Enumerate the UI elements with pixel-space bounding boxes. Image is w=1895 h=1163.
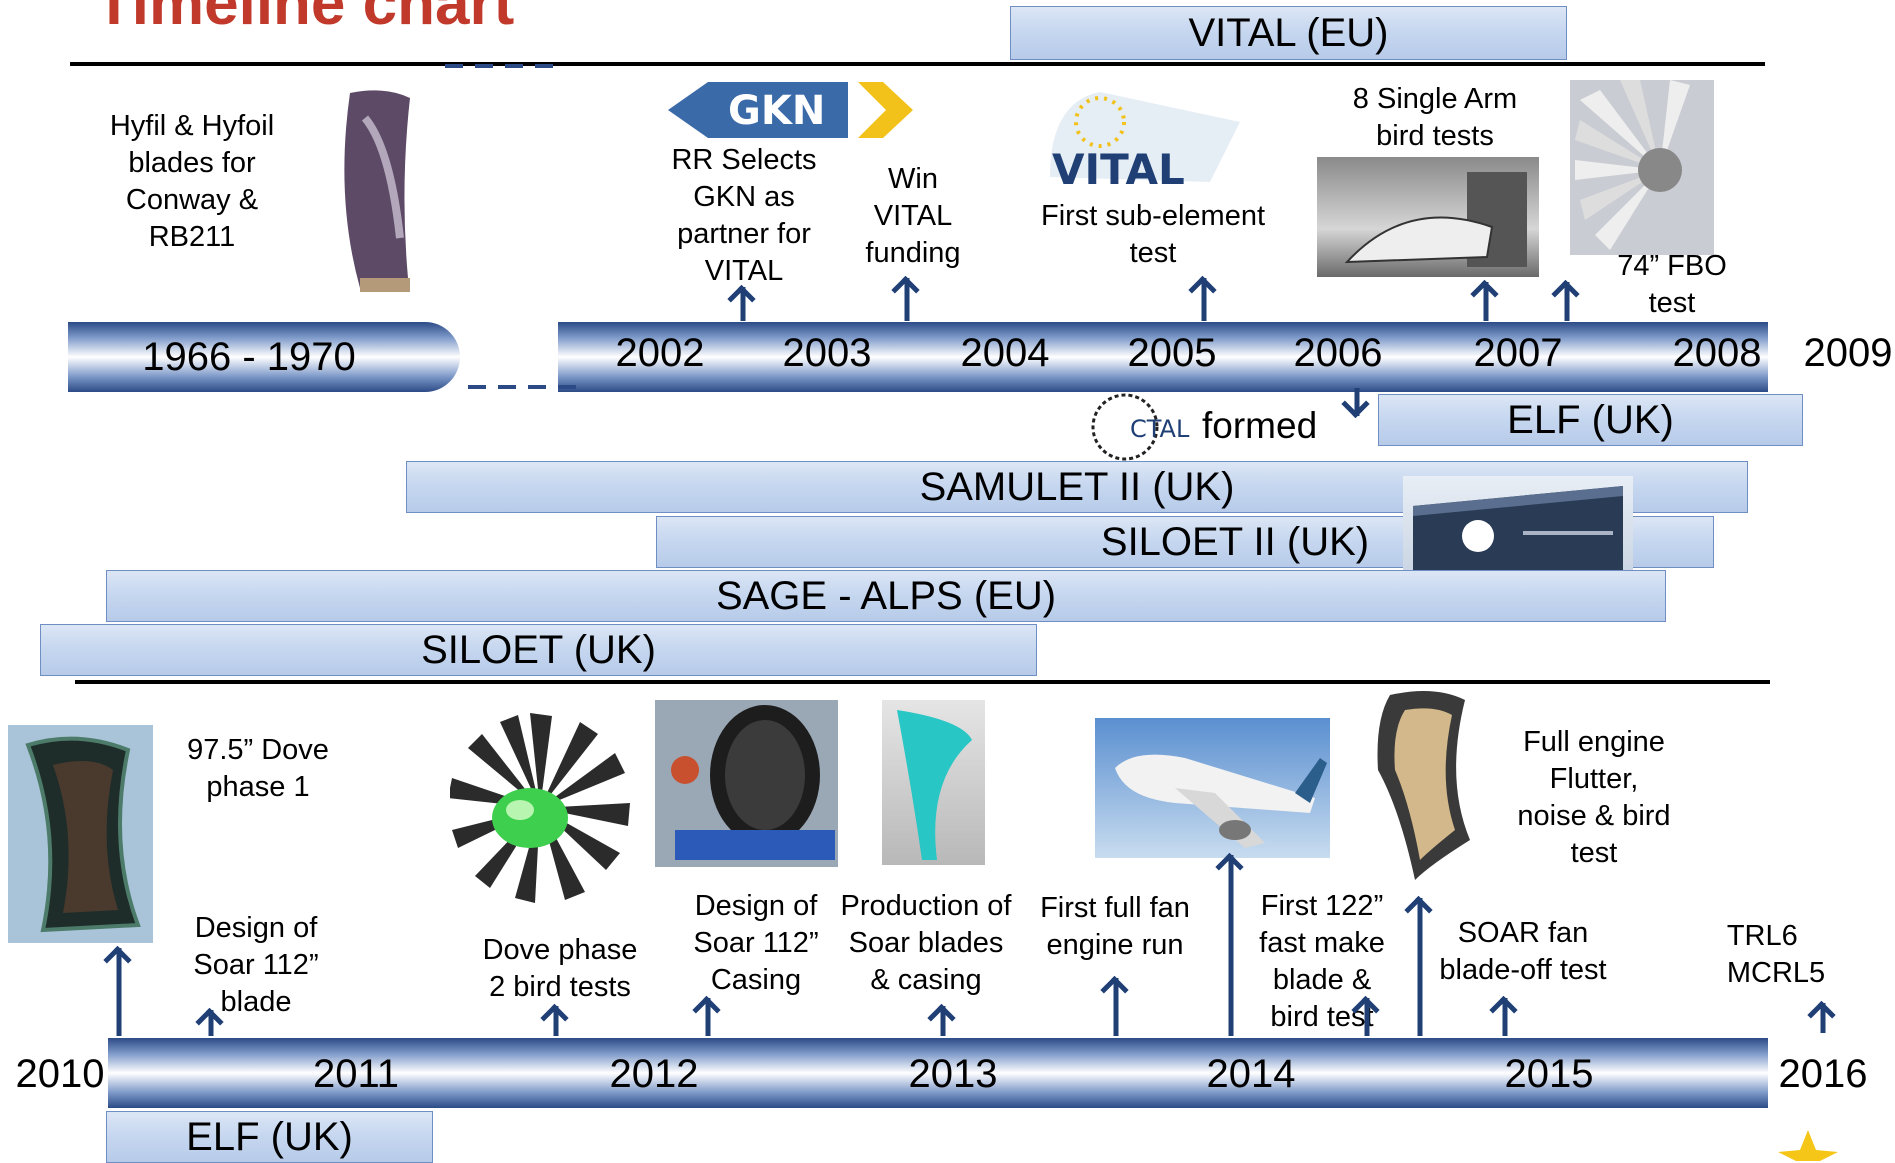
dove-blade-image (8, 725, 153, 943)
hyfil-blade-image (330, 88, 425, 296)
bar-siloet: SILOET (UK) (40, 624, 1037, 676)
note-design-casing: Design of Soar 112” Casing (693, 890, 819, 996)
fan-blades-image (1570, 80, 1714, 255)
arrow-up (1502, 998, 1508, 1036)
arrow-up (940, 1006, 946, 1036)
note-single-arm: 8 Single Arm bird tests (1352, 83, 1518, 152)
arrow-up (116, 948, 122, 1036)
note-ctal-formed: formed (1202, 405, 1318, 446)
top-axis-year: 2003 (782, 331, 872, 375)
note-hyfil: Hyfil & Hyfoil blades for Conway & RB211 (109, 110, 275, 253)
vital-logo-text: VITAL (1052, 145, 1185, 192)
bottom-axis-year: 2010 (15, 1052, 105, 1096)
ctal-logo-text: CTAL (1130, 415, 1190, 443)
arrow-up (208, 1010, 214, 1036)
note-win-vital: Win VITAL funding (865, 163, 961, 269)
note-full-engine: Full engine Flutter, noise & bird test (1517, 726, 1671, 869)
note-dove-phase-1: 97.5” Dove phase 1 (187, 734, 329, 803)
top-axis-year: 2004 (960, 331, 1050, 375)
note-first-full-fan: First full fan engine run (1040, 892, 1190, 961)
note-fbo: 74” FBO test (1617, 250, 1727, 319)
bird-test-rig-image (1317, 157, 1539, 277)
top-divider (70, 62, 1765, 66)
bottom-axis (108, 1038, 1768, 1108)
arrow-up (1364, 998, 1370, 1036)
top-axis-year: 2002 (615, 331, 705, 375)
fan-engine-image (450, 700, 630, 915)
note-first-sub-element: First sub-element test (1040, 200, 1266, 269)
bar-elf-uk-top: ELF (UK) (1378, 394, 1803, 446)
note-rr-selects: RR Selects GKN as partner for VITAL (671, 144, 817, 287)
top-axis-year: 2005 (1127, 331, 1217, 375)
arrow-up (553, 1006, 559, 1036)
axis-break-bottom (468, 385, 588, 389)
arrow-up (1564, 282, 1570, 321)
top-axis-main (558, 322, 1768, 392)
casing-image (655, 700, 838, 867)
note-design-soar-blade: Design of Soar 112” blade (193, 912, 319, 1018)
bottom-axis-year: 2012 (609, 1052, 699, 1096)
arrow-up (1113, 978, 1119, 1036)
bar-sage-alps: SAGE - ALPS (EU) (106, 570, 1666, 622)
arrow-down (1354, 388, 1360, 416)
bottom-axis-year: 2014 (1206, 1052, 1296, 1096)
arrow-up (1820, 1003, 1826, 1033)
bottom-axis-year: 2013 (908, 1052, 998, 1096)
note-production: Production of Soar blades & casing (840, 890, 1012, 996)
arrow-up (1417, 898, 1423, 1036)
page-title: Timeline chart (95, 0, 515, 38)
top-axis-year: 2009 (1803, 331, 1893, 375)
note-dove-phase-2: Dove phase 2 bird tests (482, 934, 638, 1003)
bar-vital-eu: VITAL (EU) (1010, 6, 1567, 60)
bar-elf-uk-bottom: ELF (UK) (106, 1111, 433, 1163)
note-soar-fan: SOAR fan blade-off test (1439, 917, 1607, 986)
gkn-logo-text: GKN (728, 88, 825, 134)
star-icon (1778, 1130, 1838, 1161)
top-axis-year: 2008 (1672, 331, 1762, 375)
ctal-logo: CTAL (1090, 392, 1190, 462)
vital-logo: VITAL (1040, 82, 1260, 192)
arrow-up (740, 287, 746, 321)
top-axis-first-segment-label: 1966 - 1970 (142, 335, 356, 379)
bottom-axis-year: 2016 (1778, 1052, 1868, 1096)
top-axis-year: 2007 (1473, 331, 1563, 375)
composite-blade-image (1370, 690, 1480, 890)
axis-break-top (445, 64, 565, 68)
arrow-up (1483, 282, 1489, 321)
arrow-up (1228, 855, 1234, 1036)
gkn-logo: GKN (668, 82, 913, 138)
arrow-up (705, 998, 711, 1036)
arrow-up (1201, 278, 1207, 321)
middle-divider (75, 680, 1770, 684)
note-trl: TRL6 MCRL5 (1726, 920, 1826, 989)
top-axis-year: 2006 (1293, 331, 1383, 375)
top-axis-early-segment (68, 322, 460, 392)
soar-blade-image (882, 700, 985, 865)
bottom-axis-year: 2011 (312, 1052, 400, 1096)
aircraft-image (1095, 718, 1330, 858)
arrow-up (904, 278, 910, 321)
bottom-axis-year: 2015 (1504, 1052, 1594, 1096)
